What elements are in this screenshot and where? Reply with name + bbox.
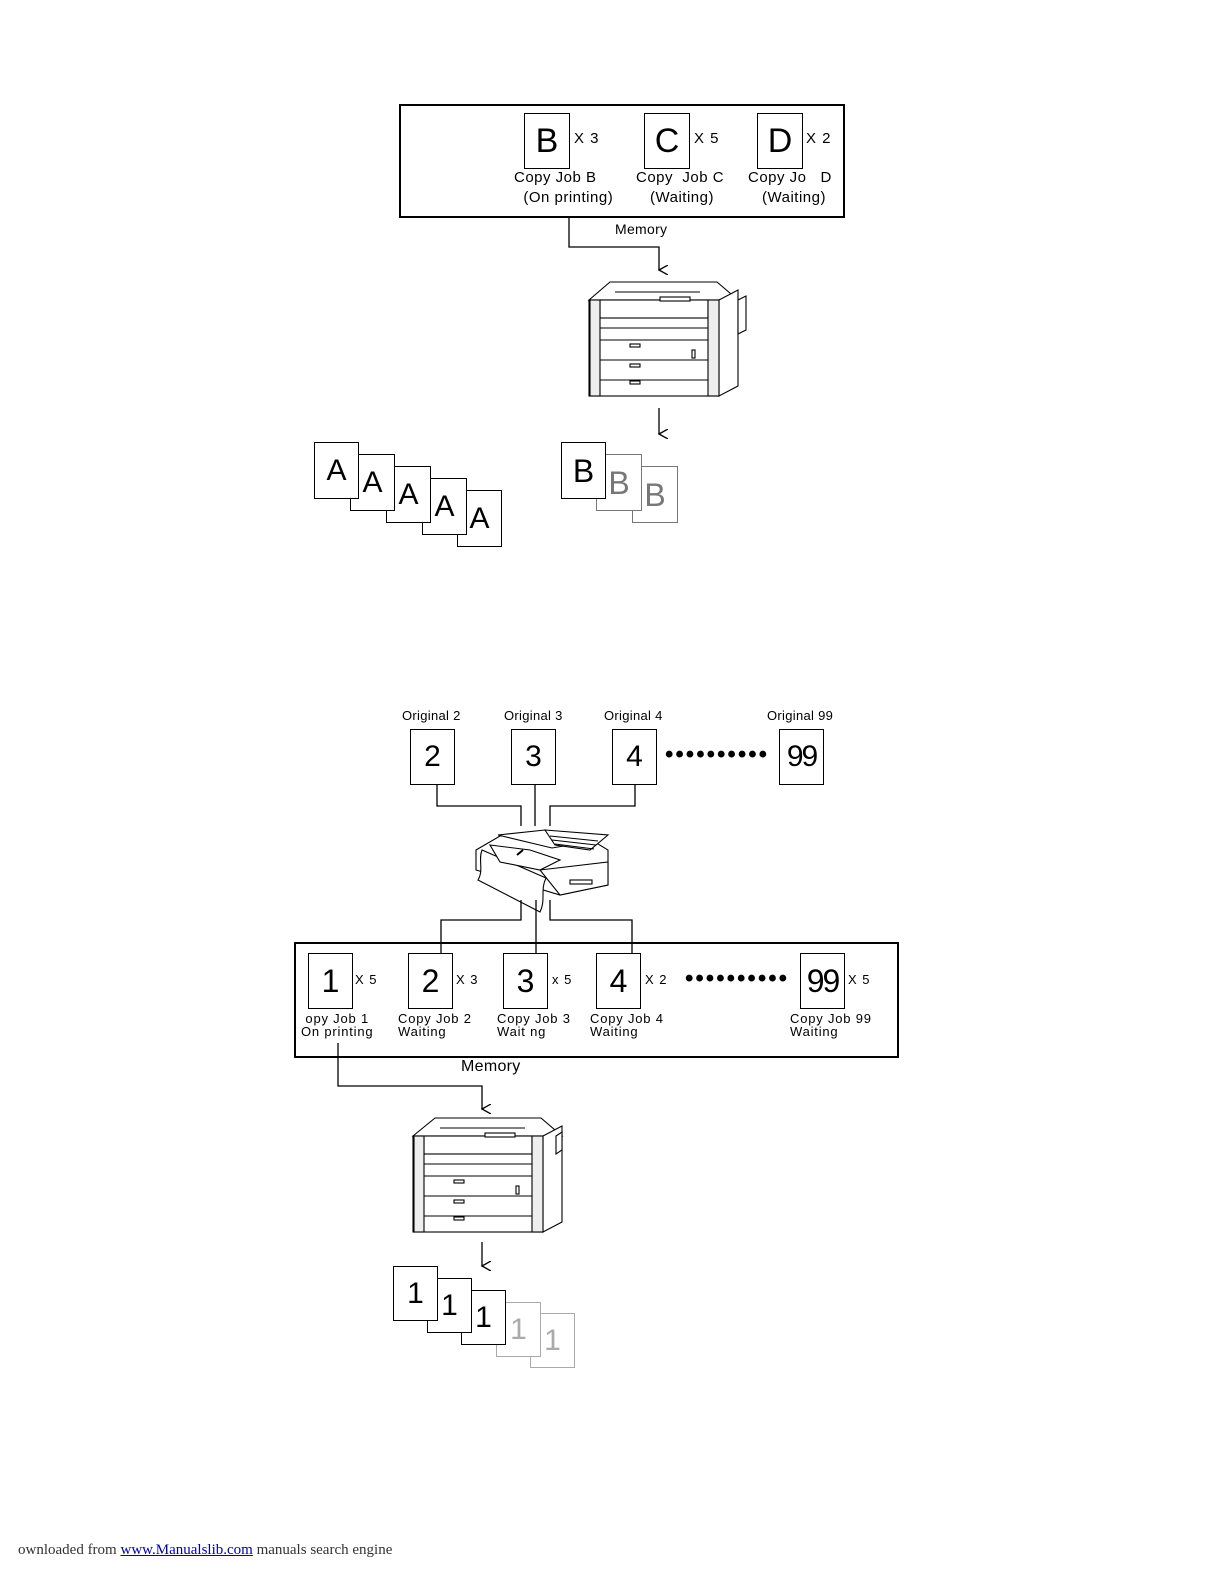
original-sheet: 3 <box>511 729 556 785</box>
original-label: Original 2 <box>402 708 461 723</box>
original-sheet: 99 <box>779 729 824 785</box>
original-label: Original 99 <box>767 708 834 723</box>
bottom-memory-label: Memory <box>461 1058 521 1075</box>
job-caption: Copy Jo D (Waiting) <box>748 169 832 206</box>
multiplier: X 3 <box>574 130 600 147</box>
top-printer-icon <box>587 281 747 397</box>
footer-suffix: manuals search engine <box>252 1542 393 1558</box>
output-sheet: B <box>561 442 606 499</box>
top-memory-connector <box>568 217 659 434</box>
jobs-ellipsis: •••••••••• <box>685 965 790 992</box>
multiplier: X 2 <box>806 130 832 147</box>
multiplier: x 5 <box>552 972 573 987</box>
job-caption: Copy Job 2 Waiting <box>398 1011 472 1039</box>
multiplier: X 3 <box>456 972 479 987</box>
multiplier: X 2 <box>645 972 668 987</box>
original-label: Original 4 <box>604 708 663 723</box>
top-memory-label: Memory <box>615 221 668 237</box>
originals-ellipsis: •••••••••• <box>665 741 770 768</box>
scanner-icon <box>475 829 610 913</box>
footer-prefix: ownloaded from <box>18 1542 121 1558</box>
job-sheet: 3 <box>503 953 548 1009</box>
job-caption: Copy Job B (On printing) <box>514 169 614 206</box>
job-sheet: 2 <box>408 953 453 1009</box>
job-caption: Copy Job 4 Waiting <box>590 1011 664 1039</box>
multiplier: X 5 <box>355 972 378 987</box>
sheet-d: D <box>757 113 803 169</box>
footer: ownloaded from www.Manualslib.com manual… <box>18 1542 392 1559</box>
job-caption: opy Job 1 On printing <box>301 1011 374 1039</box>
job-caption: Copy Job 99 Waiting <box>790 1011 872 1039</box>
job-sheet: 1 <box>308 953 353 1009</box>
original-sheet: 2 <box>410 729 455 785</box>
bottom-memory-connector <box>337 1043 482 1266</box>
bottom-printer-icon <box>411 1117 564 1233</box>
multiplier: X 5 <box>848 972 871 987</box>
manualslib-link[interactable]: www.Manualslib.com <box>120 1542 253 1558</box>
job-caption: Copy Job 3 Wait ng <box>497 1011 571 1039</box>
sheet-c: C <box>644 113 690 169</box>
output-sheet: 1 <box>393 1266 438 1321</box>
multiplier: X 5 <box>694 130 720 147</box>
originals-connectors <box>436 785 636 826</box>
sheet-b: B <box>524 113 570 169</box>
output-sheet: A <box>314 442 359 499</box>
job-sheet: 99 <box>800 953 845 1009</box>
job-caption: Copy Job C (Waiting) <box>636 169 725 206</box>
top-memory-box <box>399 104 845 218</box>
bottom-memory-box <box>294 942 899 1058</box>
job-sheet: 4 <box>596 953 641 1009</box>
original-label: Original 3 <box>504 708 563 723</box>
original-sheet: 4 <box>612 729 657 785</box>
